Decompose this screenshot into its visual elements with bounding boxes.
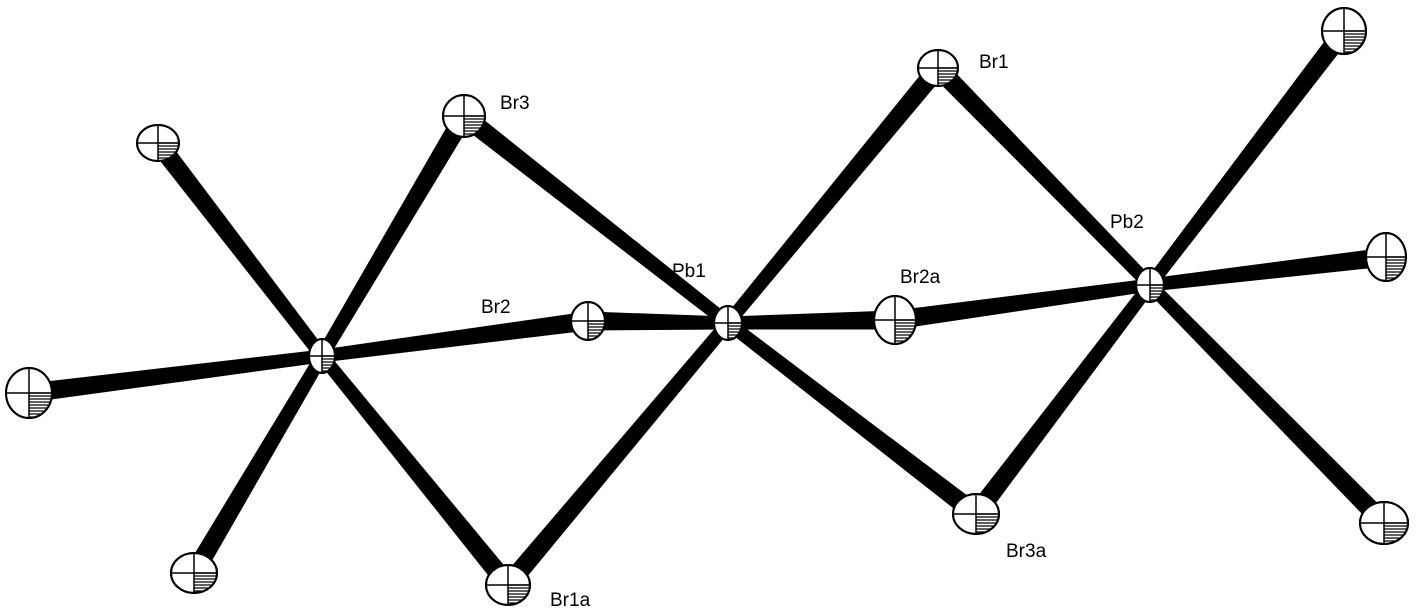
bond-pb1-br2a [727,310,896,330]
bond-pb2-br2a [893,278,1151,330]
label-br3: Br3 [500,93,530,114]
bond-pb2-brR_bot [1145,280,1391,530]
bond-pb1-br1 [723,62,946,328]
atom-br1a [485,564,531,606]
bond-pb1-br3a [724,317,982,522]
atom-br1 [917,49,959,87]
atom-layer [5,7,1409,606]
bond-pb1-br1a [500,318,733,592]
atom-brL_left [5,367,53,419]
label-br1a: Br1a [550,590,591,611]
label-pb1: Pb1 [672,261,706,282]
bond-pb1-br3 [458,108,732,329]
label-pb2: Pb2 [1110,212,1144,233]
atom-br3a [952,493,1000,535]
atom-brL_bot [170,552,218,594]
atom-br2a [873,295,917,345]
atom-brR_top [1321,7,1367,55]
bond-pb2-brR_right [1149,247,1388,292]
label-br3a: Br3a [1006,541,1047,562]
atom-pb2 [1135,267,1165,303]
label-br1: Br1 [979,52,1009,73]
label-br2a: Br2a [900,267,941,288]
bond-pb2-brR_top [1144,25,1352,289]
bond-layer [27,25,1391,592]
bond-pb0-brL_bot [185,352,328,578]
bond-pb2-br1 [931,61,1155,290]
bond-pb0-br2 [321,311,590,363]
bond-pb0-br1a [317,351,516,591]
bond-pb1-br2 [587,311,729,331]
atom-brR_bot [1359,501,1409,545]
atom-brR_right [1365,232,1407,282]
bond-pb0-br3 [316,111,473,360]
label-br2: Br2 [481,297,511,318]
bond-pb0-brL_left [27,349,323,403]
atom-br2 [570,301,606,341]
bond-pb0-brL_top [150,137,328,360]
atom-brL_top [136,124,180,162]
bond-pb2-br3a [968,281,1156,520]
atom-br3 [442,94,486,138]
